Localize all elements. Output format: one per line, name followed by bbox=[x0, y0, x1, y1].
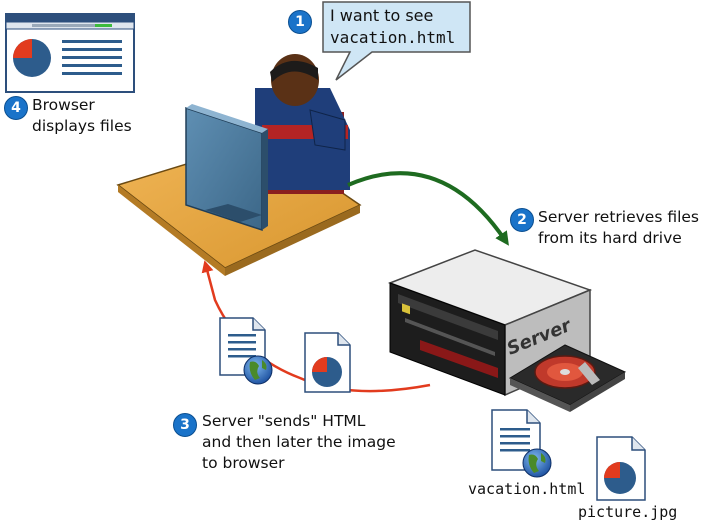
user-figure-icon bbox=[255, 54, 350, 194]
file-label-html: vacation.html bbox=[468, 480, 586, 498]
step-3-line3: to browser bbox=[202, 454, 285, 472]
file-label-image: picture.jpg bbox=[578, 503, 678, 521]
request-arrow bbox=[347, 171, 509, 246]
globe-icon bbox=[522, 448, 552, 478]
step-2-line2: from its hard drive bbox=[538, 229, 682, 247]
monitor-icon bbox=[185, 104, 268, 232]
hard-drive-icon bbox=[508, 344, 627, 412]
image-document-icon bbox=[596, 436, 646, 501]
step-1-text: I want to see vacation.html bbox=[330, 5, 455, 49]
step-2-text: Server retrieves files from its hard dri… bbox=[538, 207, 699, 249]
image-document-icon bbox=[304, 332, 351, 393]
speech-bubble bbox=[322, 1, 471, 81]
step-badge-1: 1 bbox=[288, 10, 312, 34]
step-badge-2: 2 bbox=[510, 208, 534, 232]
step-4-line2: displays files bbox=[32, 117, 132, 135]
step-3-line1: Server "sends" HTML bbox=[202, 412, 366, 430]
step-1-line1: I want to see bbox=[330, 6, 434, 25]
step-3-text: Server "sends" HTML and then later the i… bbox=[202, 411, 396, 474]
globe-icon bbox=[243, 355, 273, 385]
step-3-line2: and then later the image bbox=[202, 433, 396, 451]
browser-window-icon bbox=[5, 13, 135, 93]
step-4-text: Browser displays files bbox=[32, 95, 132, 137]
step-2-line1: Server retrieves files bbox=[538, 208, 700, 226]
step-4-line1: Browser bbox=[32, 96, 95, 114]
step-badge-3: 3 bbox=[173, 413, 197, 437]
step-badge-4: 4 bbox=[4, 96, 28, 120]
step-1-line2: vacation.html bbox=[330, 28, 456, 47]
